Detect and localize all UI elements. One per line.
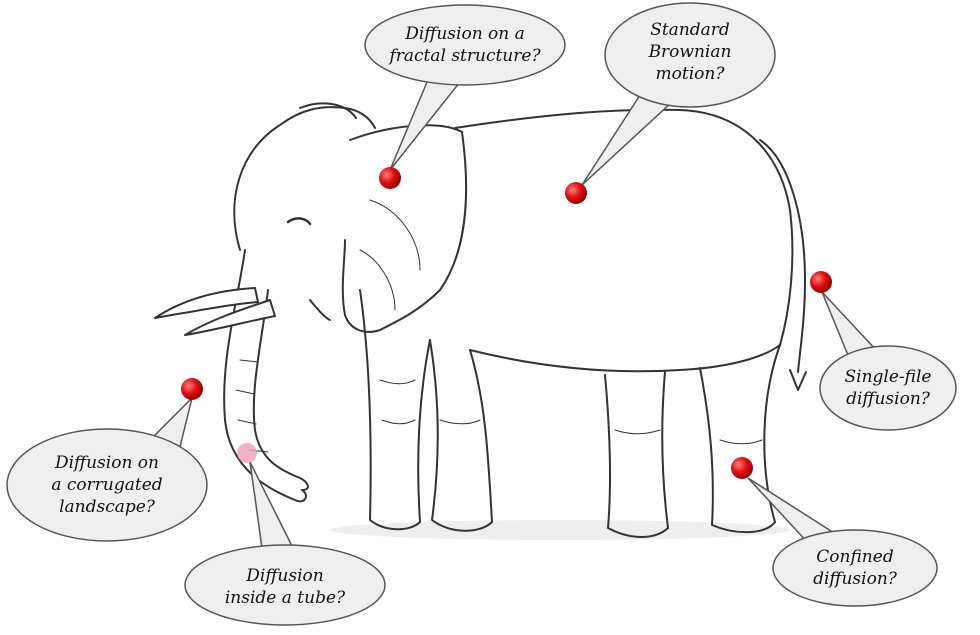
elephant-tail	[759, 139, 806, 373]
markers	[181, 167, 832, 479]
bubble-corrugated-line: a corrugated	[51, 475, 163, 495]
bubble-brownian-line: Standard	[650, 20, 730, 40]
bubble-corrugated-line: landscape?	[59, 497, 155, 517]
marker-corrugated-dot	[181, 378, 203, 400]
bubble-corrugated-line: Diffusion on	[54, 453, 159, 473]
marker-brownian-dot	[565, 182, 587, 204]
elephant-tusk-right	[184, 299, 276, 336]
elephant-back	[454, 108, 794, 346]
bubble-brownian-tail	[581, 94, 674, 186]
bubble-corrugated-text: Diffusion on a corrugated landscape?	[51, 452, 162, 518]
bubble-singlefile-line: Single-file	[844, 367, 932, 387]
elephant-back-leg-2	[699, 344, 781, 534]
bubble-brownian-line: Brownian	[648, 42, 732, 62]
marker-singlefile-dot	[810, 271, 832, 293]
bubble-tube-line: Diffusion	[246, 566, 324, 586]
bubble-confined-line: diffusion?	[813, 569, 897, 589]
bubble-tube-line: inside a tube?	[224, 588, 346, 608]
bubble-brownian-line: motion?	[655, 64, 725, 84]
marker-tube-dot	[237, 443, 257, 463]
bubble-singlefile-text: Single-file diffusion?	[845, 366, 932, 410]
bubble-tube-tail	[249, 461, 294, 549]
bubble-confined-line: Confined	[816, 547, 894, 567]
elephant-front-leg-1	[359, 289, 431, 531]
elephant-tusk-left	[154, 287, 259, 319]
marker-confined-dot	[731, 457, 753, 479]
bubble-tube-text: Diffusion inside a tube?	[225, 565, 345, 609]
elephant-belly	[469, 344, 781, 373]
bubble-confined-text: Confined diffusion?	[813, 546, 897, 590]
bubble-fractal-tail	[389, 74, 462, 171]
bubble-brownian-text: Standard Brownian motion?	[649, 19, 732, 85]
elephant-trunk	[223, 249, 307, 503]
elephant-back-leg-1	[604, 371, 669, 538]
elephant-ear	[341, 124, 468, 333]
elephant-front-leg-2	[429, 339, 493, 532]
bubble-fractal-text: Diffusion on a fractal structure?	[389, 24, 541, 66]
bubble-singlefile-line: diffusion?	[846, 389, 930, 409]
elephant-head	[233, 106, 376, 251]
elephant-sketch	[154, 102, 807, 540]
marker-fractal-dot	[379, 167, 401, 189]
